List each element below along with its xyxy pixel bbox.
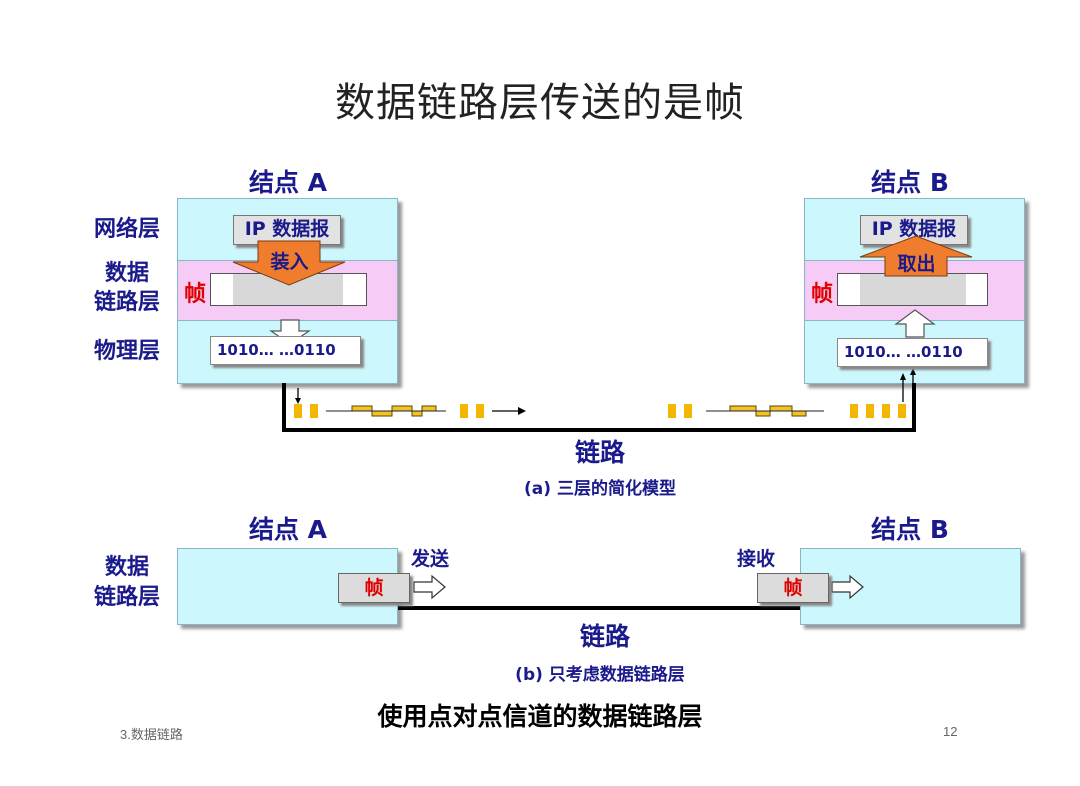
node-b-label: 结点 B	[871, 168, 949, 197]
node-b-frame-label: 帧	[811, 282, 834, 307]
node-a-frame-b: 帧	[338, 573, 410, 603]
direction-arrowhead	[518, 407, 526, 415]
signal-waveform	[706, 405, 824, 417]
link-line-a	[282, 383, 916, 432]
caption-b: (b) 只考虑数据链路层	[515, 665, 685, 685]
node-a-label-b: 结点 A	[248, 515, 328, 544]
signal-waveform	[326, 405, 446, 417]
bit-in-arrowhead	[910, 368, 916, 375]
receive-hollow-arrow	[831, 574, 864, 600]
datalink-layer-label-b-line1: 数据	[104, 555, 149, 580]
caption-a: (a) 三层的简化模型	[524, 479, 676, 499]
receive-label: 接收	[737, 548, 776, 570]
node-b-label-b: 结点 B	[871, 515, 949, 544]
node-b-frame-b: 帧	[757, 573, 829, 603]
encapsulate-arrow	[232, 240, 346, 286]
encapsulate-label: 装入	[270, 251, 309, 273]
datalink-layer-label-b-line2: 链路层	[93, 585, 160, 610]
node-b-frame-bar	[837, 273, 988, 306]
node-a-frame-label: 帧	[184, 282, 207, 307]
extract-arrow	[859, 235, 973, 277]
physical-layer-label: 物理层	[93, 339, 160, 364]
frame-payload	[860, 274, 966, 305]
bit-out-arrowhead	[295, 398, 301, 404]
send-hollow-arrow	[413, 574, 446, 600]
node-a-label: 结点 A	[248, 168, 328, 197]
footer-section: 3.数据链路	[120, 727, 183, 742]
bit-in-arrowhead	[900, 373, 906, 380]
footer-page-number: 12	[943, 724, 958, 739]
node-a-bitstream: 1010… …0110	[210, 336, 361, 365]
datalink-layer-label-line1: 数据	[104, 261, 149, 286]
extract-label: 取出	[897, 253, 936, 275]
datalink-layer-label-line2: 链路层	[93, 290, 160, 315]
node-b-bitstream: 1010… …0110	[837, 338, 988, 367]
subtitle: 使用点对点信道的数据链路层	[377, 702, 703, 731]
network-layer-label: 网络层	[93, 217, 160, 242]
page-title: 数据链路层传送的是帧	[335, 80, 745, 126]
bit-squares	[294, 404, 906, 418]
send-label: 发送	[411, 548, 450, 570]
node-a-frame-bar	[210, 273, 367, 306]
hollow-up-arrow	[894, 309, 936, 338]
node-a-ip-datagram: IP 数据报	[233, 215, 341, 245]
link-label-a: 链路	[574, 438, 625, 467]
link-label-b: 链路	[579, 622, 630, 651]
